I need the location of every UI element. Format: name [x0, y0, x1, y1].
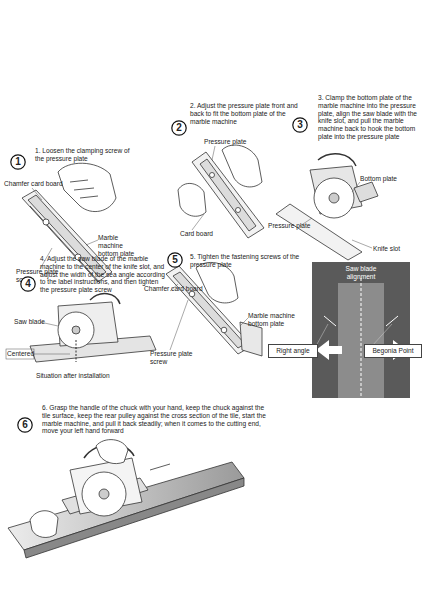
saw-installed-illustration [6, 294, 156, 362]
callout-box: Right angle [268, 344, 318, 358]
circle-outline-ring [11, 155, 25, 169]
step-number-circle: 5 [167, 252, 183, 268]
part-label: Pressure plate [204, 138, 264, 146]
saw-installed-illustration-part [58, 312, 94, 348]
step-number-circle: 1 [10, 154, 26, 170]
step-number: 6 [17, 417, 33, 433]
tighten-illustration-part [240, 318, 248, 326]
step-instruction: 3. Clamp the bottom plate of the marble … [318, 94, 424, 141]
cutting-illustration-part [82, 472, 126, 516]
callout-text: Begonia Point [365, 345, 421, 357]
pressure-plate-illustration-part [222, 145, 262, 187]
part-label: Chamfer card board [144, 285, 216, 293]
step-number-circle: 3 [292, 117, 308, 133]
saw-installed-illustration-part [90, 294, 120, 304]
tighten-illustration-part [170, 300, 188, 350]
cutting-illustration-part [99, 489, 109, 499]
step-number: 5 [167, 252, 183, 268]
saw-clamp-illustration-part [329, 193, 339, 203]
tighten-illustration-part [189, 291, 195, 297]
pressure-plate-illustration-part [210, 173, 215, 178]
pressure-plate-illustration-part [236, 208, 241, 213]
part-label: Bottom plate [360, 175, 416, 183]
part-label: Marble machine bottom plate [248, 312, 310, 328]
pressure-plate-illustration-part [178, 183, 206, 216]
circle-outline-ring [168, 253, 182, 267]
pressure-plate-illustration-part [192, 214, 204, 230]
step-number-circle: 2 [171, 120, 187, 136]
saw-clamp-illustration-part [352, 182, 360, 192]
saw-installed-illustration-part [76, 340, 77, 362]
guide-rail-illustration-part [70, 180, 98, 198]
part-label: Centered [7, 350, 41, 358]
part-label: Knife slot [373, 245, 419, 253]
saw-clamp-illustration [276, 154, 378, 260]
tighten-illustration [166, 262, 262, 356]
part-label: Chamfer card board [4, 180, 84, 188]
saw-clamp-illustration-part [276, 204, 362, 260]
panel-title: Saw blade alignment [312, 262, 410, 280]
part-label: Saw blade [14, 318, 54, 326]
step-instruction: 1. Loosen the clamping screw of the pres… [35, 147, 135, 163]
step-number-circle: 6 [17, 417, 33, 433]
cutting-illustration [8, 440, 244, 558]
callout-text: Right angle [269, 345, 317, 357]
circle-outline-ring [21, 277, 35, 291]
saw-installed-illustration-part [34, 354, 70, 355]
saw-installed-illustration-part [72, 326, 80, 334]
tighten-illustration-part [221, 327, 227, 333]
circle-outline-ring [172, 121, 186, 135]
caption-note: Situation after installation [36, 372, 148, 380]
step-number: 3 [292, 117, 308, 133]
cutting-illustration-part [30, 511, 58, 538]
step-number: 1 [10, 154, 26, 170]
guide-rail-illustration-part [58, 163, 116, 211]
guide-rail-illustration-part [86, 240, 98, 245]
saw-clamp-illustration-part [352, 240, 372, 248]
step-number-circle: 4 [20, 276, 36, 292]
step-number: 4 [20, 276, 36, 292]
step-number: 2 [171, 120, 187, 136]
guide-rail-illustration-part [43, 219, 49, 225]
circle-outline-ring [18, 418, 32, 432]
tighten-illustration-part [196, 262, 238, 302]
part-label: Pressure plate screw [150, 350, 200, 366]
step-instruction: 6. Grasp the handle of the chuck with yo… [42, 404, 274, 435]
tighten-illustration-part [240, 322, 262, 356]
callout-box: Begonia Point [364, 344, 422, 358]
saw-clamp-illustration-part [314, 178, 354, 218]
saw-clamp-illustration-part [318, 154, 356, 166]
cutting-illustration-part [96, 440, 128, 464]
circle-outline-ring [293, 118, 307, 132]
pressure-plate-illustration-part [212, 146, 215, 160]
alignment-panel: Saw blade alignment [312, 262, 410, 398]
step-instruction: 2. Adjust the pressure plate front and b… [190, 102, 298, 125]
part-label: Pressure plate [268, 222, 324, 230]
step-instruction: 5. Tighten the fastening screws of the p… [190, 253, 308, 269]
guide-rail-illustration-part [32, 188, 42, 200]
pressure-plate-illustration [178, 145, 264, 238]
cutting-illustration-part [150, 464, 170, 470]
part-label: Card board [180, 230, 230, 238]
part-label: Marble machine bottom plate [98, 234, 142, 257]
